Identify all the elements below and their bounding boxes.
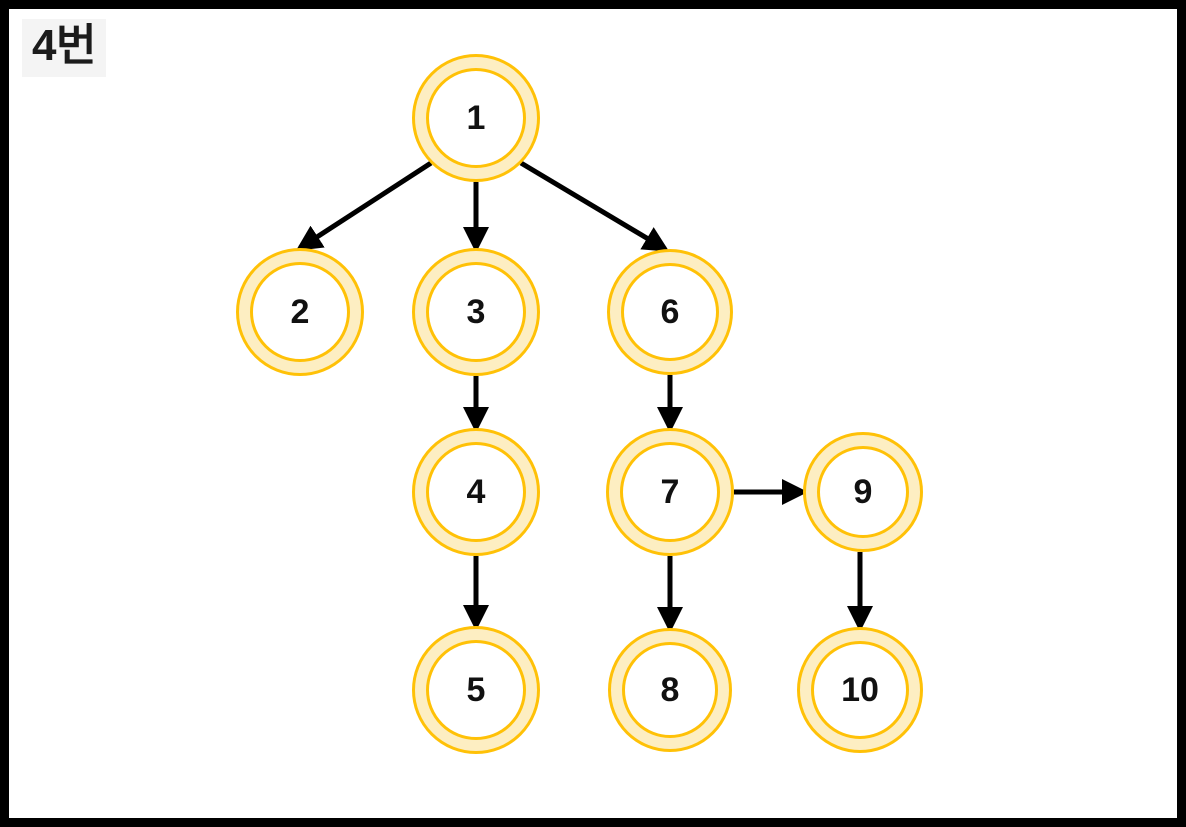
node-inner-ring: 7 [620, 442, 720, 542]
node-inner-ring: 10 [811, 641, 909, 739]
graph-node-4[interactable]: 4 [412, 428, 540, 556]
node-inner-ring: 3 [426, 262, 526, 362]
graph-node-10[interactable]: 10 [797, 627, 923, 753]
node-inner-ring: 2 [250, 262, 350, 362]
graph-node-5[interactable]: 5 [412, 626, 540, 754]
node-label: 5 [466, 671, 486, 709]
graph-node-2[interactable]: 2 [236, 248, 364, 376]
node-inner-ring: 4 [426, 442, 526, 542]
graph-node-6[interactable]: 6 [607, 249, 733, 375]
node-label: 3 [466, 293, 486, 331]
node-label: 10 [841, 671, 879, 709]
graph-node-9[interactable]: 9 [803, 432, 923, 552]
node-inner-ring: 9 [817, 446, 909, 538]
graph-node-8[interactable]: 8 [608, 628, 732, 752]
node-inner-ring: 5 [426, 640, 526, 740]
graph-node-1[interactable]: 1 [412, 54, 540, 182]
node-label: 8 [660, 671, 680, 709]
node-label: 1 [466, 99, 486, 137]
edge-1-to-6 [519, 160, 670, 252]
node-label: 7 [660, 473, 680, 511]
node-inner-ring: 1 [426, 68, 526, 168]
node-label: 6 [660, 293, 680, 331]
node-inner-ring: 6 [621, 263, 719, 361]
edge-1-to-2 [295, 160, 433, 251]
page-title: 4번 [22, 19, 106, 78]
graph-edges [295, 160, 873, 634]
node-label: 4 [466, 473, 486, 511]
node-inner-ring: 8 [622, 642, 718, 738]
node-label: 2 [290, 293, 310, 331]
graph-node-7[interactable]: 7 [606, 428, 734, 556]
graph-node-3[interactable]: 3 [412, 248, 540, 376]
node-label: 9 [853, 473, 873, 511]
